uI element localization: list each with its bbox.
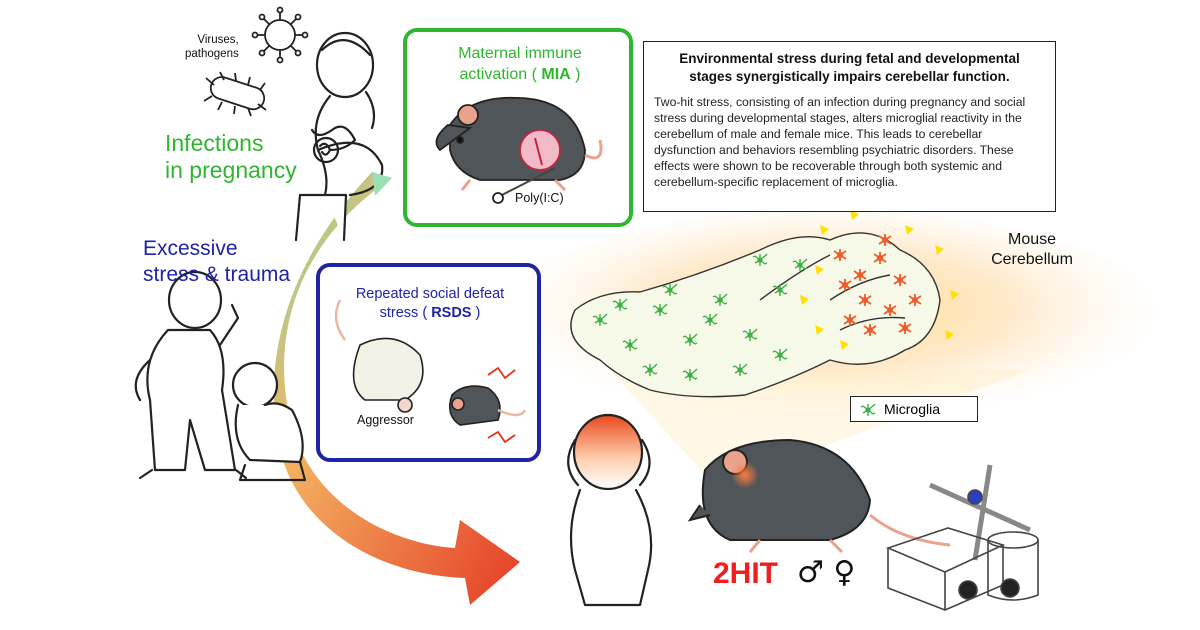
distressed-person-figure: [567, 413, 653, 607]
aggressor-label: Aggressor: [357, 413, 414, 427]
activation-marker: [905, 225, 914, 235]
behavior-test-apparatus: [885, 464, 1039, 611]
poly-ic-label: Poly(I:C): [515, 191, 564, 205]
twohit-mouse-drawing: [687, 438, 951, 554]
rsds-line-2-prefix: stress (: [379, 305, 428, 321]
activation-marker: [815, 265, 824, 275]
summary-heading-line-1: Environmental stress during fetal and de…: [679, 51, 1020, 66]
viruses-line-1: Viruses,: [197, 34, 239, 46]
mia-line-2-prefix: activation (: [459, 66, 537, 83]
mia-label: Maternal immune activation ( MIA ): [425, 43, 615, 85]
rsds-line-2-suffix: ): [475, 305, 481, 321]
sex-symbols: ♂ ♀: [797, 555, 856, 590]
activation-marker: [840, 340, 849, 350]
adult-scolding-figure: [134, 270, 248, 480]
stress-trauma-label: Excessive stress & trauma: [143, 236, 290, 288]
cerebellum-line-1: Mouse: [1007, 231, 1057, 248]
rsds-line-1: Repeated social defeat: [355, 286, 505, 302]
activation-marker: [815, 325, 824, 335]
microglia-cells: [592, 210, 959, 382]
summary-heading: Environmental stress during fetal and de…: [654, 50, 1045, 86]
rsds-mice-drawing: [334, 299, 527, 444]
rsds-label: Repeated social defeat stress ( RSDS ): [330, 285, 530, 323]
twohit-label: 2HIT: [713, 557, 779, 590]
summary-box: Environmental stress during fetal and de…: [643, 41, 1056, 212]
cerebellum-line-2: Cerebellum: [991, 251, 1073, 268]
rsds-abbrev: RSDS: [431, 305, 472, 321]
viruses-label: Viruses, pathogens: [185, 33, 239, 61]
infections-line-2: in pregnancy: [165, 157, 297, 183]
crouching-child-figure: [231, 361, 307, 482]
microglia-legend-icon: [860, 403, 876, 417]
activation-marker: [935, 245, 944, 255]
activation-marker: [820, 225, 829, 235]
activation-marker: [850, 210, 859, 220]
stress-line-2: stress & trauma: [143, 263, 291, 286]
activation-marker: [800, 295, 809, 305]
summary-heading-line-2: stages synergistically impairs cerebella…: [689, 69, 1010, 84]
mia-mouse-drawing: [435, 96, 603, 204]
viruses-line-2: pathogens: [185, 48, 239, 60]
flow-arrow: [273, 172, 520, 605]
cerebellum-section: [570, 232, 941, 398]
pregnant-woman-figure: [294, 31, 384, 242]
mouse-cerebellum-label: Mouse Cerebellum: [976, 230, 1088, 270]
microglia-legend: Microglia: [850, 396, 978, 422]
stress-line-1: Excessive: [143, 237, 238, 260]
virus-drawing: [251, 6, 309, 64]
microglia-legend-label: Microglia: [884, 401, 941, 417]
summary-body: Two-hit stress, consisting of an infecti…: [654, 95, 1026, 189]
activation-marker: [945, 330, 954, 340]
mia-abbrev: MIA: [541, 66, 571, 83]
green-trail: [372, 172, 392, 196]
infections-label: Infections in pregnancy: [165, 130, 297, 184]
mia-line-2-suffix: ): [575, 66, 581, 83]
mia-line-1: Maternal immune: [458, 45, 582, 62]
bacterium-drawing: [203, 71, 267, 117]
activation-marker: [950, 290, 959, 300]
infections-line-1: Infections: [165, 130, 264, 156]
